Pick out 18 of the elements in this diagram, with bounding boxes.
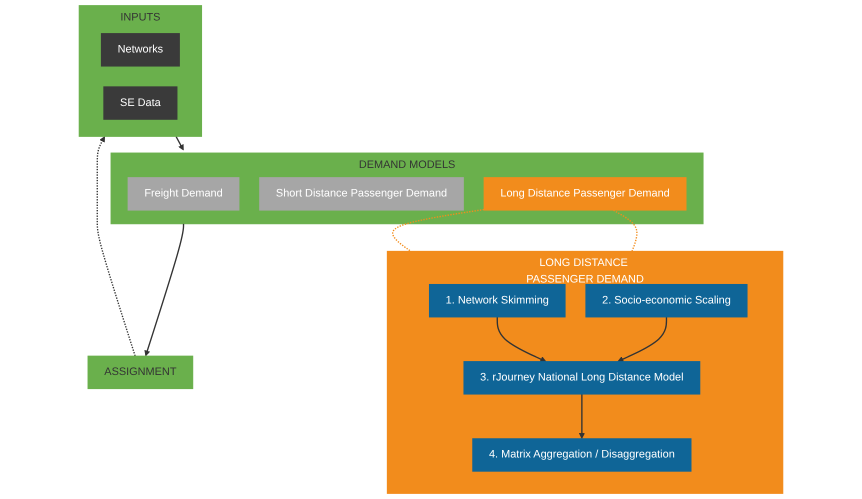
arrow [175, 136, 184, 150]
arrow [496, 317, 546, 362]
node-box: SE Data [103, 86, 178, 120]
node-box: 3. rJourney National Long Distance Model [463, 361, 700, 395]
node-box: ASSIGNMENT [88, 356, 194, 390]
node-box: 2. Socio-economic Scaling [585, 284, 748, 318]
node-box: Long Distance Passenger Demand [484, 177, 686, 211]
connector [392, 208, 484, 252]
arrow [618, 317, 668, 362]
node-box: 1. Network Skimming [428, 284, 566, 318]
arrow [578, 394, 585, 439]
node-box: Networks [100, 33, 180, 67]
node-box: Freight Demand [128, 177, 240, 211]
node-box: 4. Matrix Aggregation / Disaggregation [472, 438, 692, 472]
node-box: Short Distance Passenger Demand [259, 177, 464, 211]
arrow [144, 224, 184, 356]
arrow [96, 136, 136, 356]
connector [613, 210, 638, 252]
